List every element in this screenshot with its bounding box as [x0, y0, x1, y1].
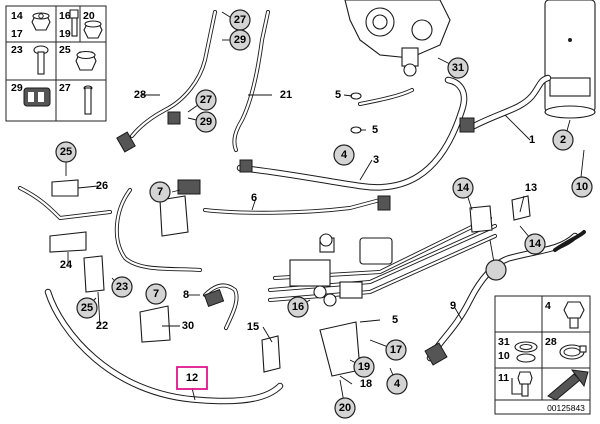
table-label: 10 [498, 350, 510, 362]
table-label: 20 [83, 10, 95, 22]
callout-4: 4 [333, 144, 355, 166]
small-parts-table-right: 4 31 10 28 11 9 [494, 295, 591, 415]
callout-24: 24 [60, 259, 73, 271]
svg-text:2: 2 [560, 134, 566, 146]
callout-10: 10 [571, 176, 593, 198]
svg-text:27: 27 [234, 14, 246, 26]
seal-ring-icon [514, 341, 538, 363]
callout-23: 23 [111, 276, 133, 298]
callout-6: 6 [251, 192, 257, 204]
callout-19: 19 [353, 356, 375, 378]
svg-text:16: 16 [292, 301, 304, 313]
table-label: 23 [11, 44, 23, 56]
hose-fittings [116, 111, 475, 366]
callout-2: 2 [552, 129, 574, 151]
nut-icon [83, 20, 103, 39]
callout-labels: 27 29 27 29 31 4 2 10 14 14 4 25 7 7 23 … [55, 9, 593, 419]
svg-text:17: 17 [390, 344, 402, 356]
diagram-reference-number: 00125843 [547, 403, 585, 413]
table-label: 25 [59, 44, 71, 56]
callout-18: 18 [360, 378, 372, 390]
callout-29: 29 [195, 111, 217, 133]
svg-text:14: 14 [457, 182, 470, 194]
table-label: 11 [498, 372, 509, 384]
callout-4: 4 [386, 373, 408, 395]
svg-text:7: 7 [153, 288, 159, 300]
hose-clamp-icon [559, 344, 587, 360]
power-steering-pump [344, 0, 451, 77]
callout-11: 4 [485, 259, 507, 281]
callout-28: 28 [134, 89, 146, 101]
callout-21: 21 [280, 89, 292, 101]
callout-25: 25 [55, 141, 77, 163]
callout-5: 5 [372, 124, 378, 136]
callout-14: 14 [452, 177, 474, 199]
callout-25: 25 [76, 297, 98, 319]
svg-text:25: 25 [81, 302, 93, 314]
screw-icon [33, 45, 49, 75]
callout-7: 7 [145, 283, 167, 305]
table-label: 17 [11, 28, 23, 40]
highlighted-part-12[interactable]: 12 [176, 366, 208, 390]
svg-text:4: 4 [394, 378, 401, 390]
svg-text:12: 12 [186, 372, 198, 384]
svg-text:20: 20 [339, 402, 351, 414]
callout-8: 8 [183, 289, 189, 301]
pressure-valve [289, 233, 393, 307]
callout-7: 7 [149, 181, 171, 203]
table-label: 27 [59, 82, 71, 94]
table-label: 29 [11, 82, 23, 94]
table-label: 31 [498, 336, 510, 348]
callout-13: 13 [525, 182, 537, 194]
small-parts-table: 14 17 16 19 20 23 25 29 27 [5, 5, 107, 122]
callout-17: 17 [385, 339, 407, 361]
callout-29: 29 [229, 29, 251, 51]
callout-30: 30 [182, 320, 194, 332]
table-label: 14 [11, 10, 23, 22]
svg-text:31: 31 [452, 62, 464, 74]
table-label: 16 [59, 10, 71, 22]
callout-22: 22 [96, 320, 108, 332]
table-label: 28 [545, 336, 557, 348]
callout-9: 9 [450, 300, 456, 312]
svg-text:29: 29 [200, 116, 212, 128]
callout-20: 20 [334, 397, 356, 419]
callout-14: 14 [524, 233, 546, 255]
table-label: 4 [545, 300, 551, 312]
pin-icon [83, 85, 93, 115]
lock-nut-icon [75, 50, 97, 71]
callout-15: 15 [247, 321, 259, 333]
callout-16: 16 [287, 296, 309, 318]
hex-nut-icon [31, 12, 51, 31]
svg-text:25: 25 [60, 146, 72, 158]
svg-text:7: 7 [157, 186, 163, 198]
direction-arrow-icon [547, 369, 589, 401]
callout-5: 5 [392, 314, 398, 326]
callout-26: 26 [96, 180, 108, 192]
svg-text:10: 10 [576, 181, 588, 193]
svg-text:4: 4 [341, 149, 348, 161]
mounting-bracket [49, 179, 531, 377]
svg-text:27: 27 [200, 94, 212, 106]
svg-text:23: 23 [116, 281, 128, 293]
svg-text:29: 29 [234, 34, 246, 46]
callout-3: 3 [373, 154, 379, 166]
fluid-reservoir [544, 0, 596, 119]
table-label: 19 [59, 28, 71, 40]
hose-clip-icon [23, 87, 51, 107]
svg-text:14: 14 [529, 238, 542, 250]
banjo-bolt-icon [563, 301, 585, 329]
callout-1: 1 [529, 134, 535, 146]
svg-text:19: 19 [358, 361, 370, 373]
callout-5: 5 [335, 89, 341, 101]
bolt-icon [69, 9, 79, 37]
callout-27: 27 [229, 9, 251, 31]
callout-27: 27 [195, 89, 217, 111]
screw-icon [517, 371, 533, 397]
callout-31: 31 [447, 57, 469, 79]
